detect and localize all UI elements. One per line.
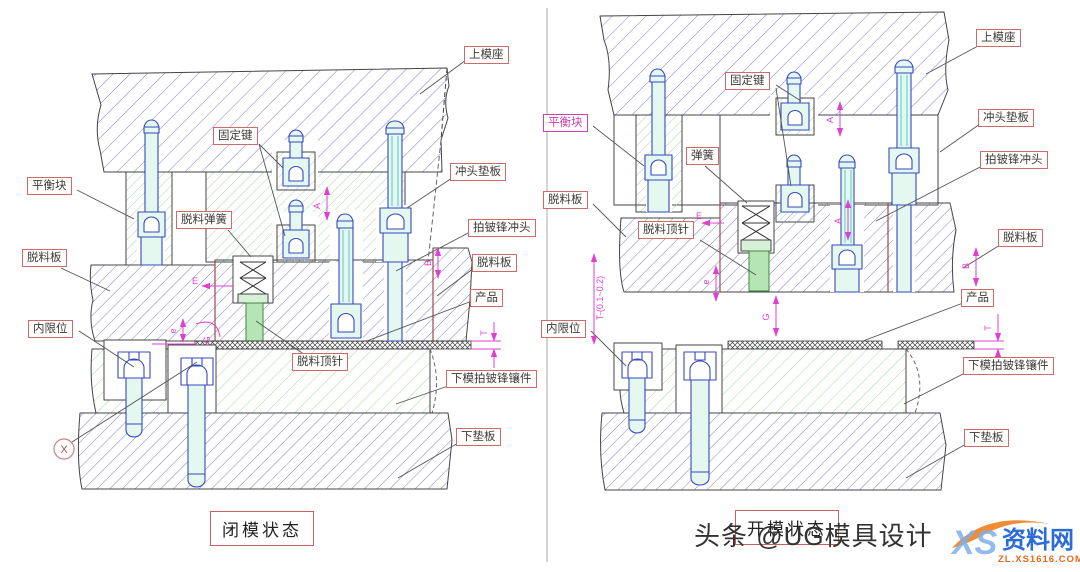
detail-mark-x: X (53, 438, 75, 460)
svg-text:G: G (202, 336, 212, 343)
label-inner-limit: 内限位 (541, 320, 586, 339)
label-product: 产品 (470, 289, 503, 308)
svg-text:A: A (833, 218, 843, 224)
product-strip (194, 340, 472, 350)
label-lower-backing-plate: 下垫板 (964, 429, 1009, 448)
caption-closed-mold: 闭模状态 (210, 511, 314, 546)
caption-open-mold: 开模状态 (735, 510, 839, 545)
svg-text:X: X (60, 444, 68, 456)
svg-text:A: A (825, 117, 835, 123)
inner-limit-bolt-1 (621, 351, 653, 434)
logo-swoosh-icon (952, 520, 1050, 548)
fixing-key-screw-2 (282, 199, 310, 259)
label-fixing-key: 固定键 (725, 72, 770, 91)
right-diagram-open-mold: A A E e G B T T-(0.1~0.2) (590, 11, 1004, 491)
logo-name: 资料网 (1002, 527, 1074, 554)
logo-xs-glyph: XS (950, 524, 998, 562)
label-stripper-plate-right: 脱料板 (998, 229, 1043, 248)
label-stripper-spring: 脱料弹簧 (176, 211, 232, 230)
fixing-key-screw-1 (282, 129, 310, 187)
flash-punch-right (379, 120, 412, 342)
svg-text:G: G (761, 313, 771, 320)
label-upper-mold-base: 上模座 (464, 46, 509, 65)
right-dimensions (590, 101, 1004, 364)
product-strip (727, 340, 883, 350)
label-inner-limit: 内限位 (28, 320, 73, 339)
label-stripper-pin: 脱料顶针 (292, 353, 348, 372)
logo-domain: ZL.XS1616.COM (998, 554, 1080, 565)
svg-text:B: B (961, 263, 971, 269)
label-stripper-plate-left: 脱料板 (543, 191, 588, 210)
label-upper-mold-base: 上模座 (976, 29, 1021, 48)
svg-text:e: e (168, 328, 178, 333)
stripper-pin (748, 250, 770, 292)
svg-text:A: A (312, 203, 322, 209)
label-spring: 弹簧 (686, 147, 719, 166)
inner-limit-bolt-1 (117, 351, 151, 438)
product-strip-2 (897, 340, 975, 350)
left-leader-lines (60, 59, 475, 479)
fixing-key-screw-1 (780, 71, 810, 131)
label-balance-block: 平衡块 (543, 114, 588, 133)
stripper-pin (245, 302, 264, 342)
left-diagram-closed-mold: X A B E T e G (53, 59, 501, 490)
label-balance-block: 平衡块 (27, 177, 72, 196)
label-lower-flash-insert: 下模拍铍锋镶件 (446, 370, 537, 389)
site-logo: XS 资料网 ZL.XS1616.COM (950, 520, 1080, 565)
left-dimensions (152, 186, 501, 368)
label-product: 产品 (961, 289, 994, 308)
lower-flash-insert (619, 348, 907, 414)
svg-text:e: e (701, 279, 711, 284)
label-stripper-plate-left: 脱料板 (22, 249, 67, 268)
right-leader-lines (590, 45, 1001, 479)
label-fixing-key: 固定键 (213, 127, 258, 146)
label-flash-punch: 拍铍锋冲头 (468, 219, 536, 238)
lower-backing-plate (77, 412, 453, 490)
label-punch-backing-plate: 冲头垫板 (978, 109, 1034, 128)
label-flash-punch: 拍铍锋冲头 (980, 151, 1048, 170)
label-stripper-pin: 脱料顶针 (638, 221, 694, 240)
upper-mold-base-block (91, 67, 450, 173)
label-stripper-plate-right: 脱料板 (472, 254, 517, 273)
svg-text:T: T (479, 330, 489, 336)
svg-text:T: T (983, 325, 993, 331)
svg-text:B: B (423, 260, 433, 266)
lower-backing-plate (600, 412, 947, 491)
balance-screw (644, 68, 673, 213)
watermark-text: 头条 @UG模具设计 (694, 521, 933, 551)
label-lower-flash-insert: 下模拍铍锋镶件 (963, 357, 1054, 376)
fixing-key-screw-2 (780, 154, 810, 213)
flash-punch-right (888, 59, 920, 293)
svg-text:T-(0.1~0.2): T-(0.1~0.2) (595, 276, 605, 320)
inner-limit-bolt-2 (683, 351, 717, 486)
label-punch-backing-plate: 冲头垫板 (450, 163, 506, 182)
label-lower-backing-plate: 下垫板 (456, 428, 501, 447)
svg-text:E: E (192, 276, 198, 286)
balance-screw (137, 119, 166, 266)
svg-text:E: E (696, 211, 702, 221)
flash-punch-middle (330, 213, 362, 339)
